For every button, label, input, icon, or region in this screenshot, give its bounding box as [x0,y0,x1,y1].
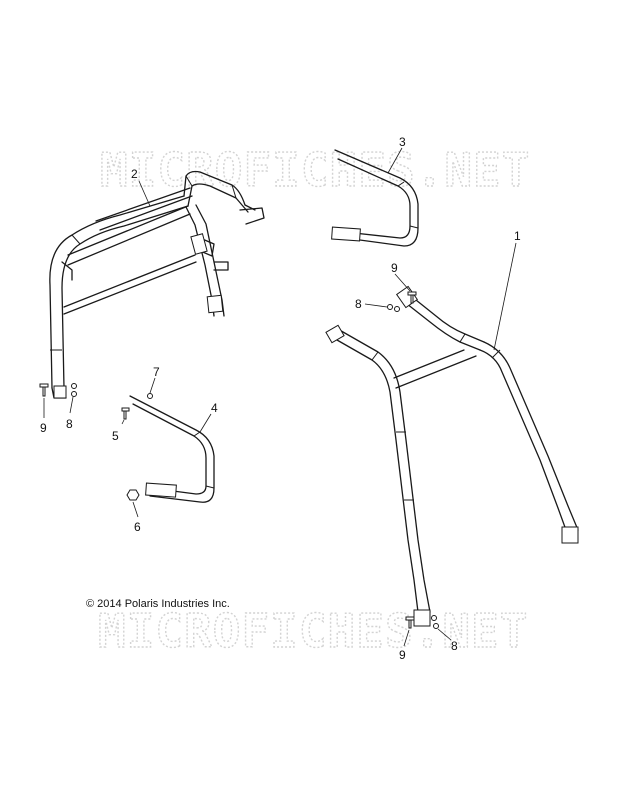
watermark-bottom: MICROFICHES.NET [98,604,528,658]
nut-part-6 [126,489,140,501]
callout-part-7: 7 [153,365,160,379]
part-2-rear-cage [49,170,265,399]
callout-part-8-bottom: 8 [451,639,458,653]
callout-part-4: 4 [211,401,218,415]
callout-part-8-top: 8 [355,297,362,311]
hardware-left-group [39,383,77,397]
watermark-top: MICROFICHES.NET [100,143,530,197]
callout-part-1: 1 [514,229,521,243]
cap-part-7 [147,393,153,399]
copyright-notice: © 2014 Polaris Industries Inc. [86,598,230,610]
callout-part-5: 5 [112,429,119,443]
part-4-side-brace [129,395,215,503]
part-3-side-brace [331,149,419,247]
hardware-top-group [387,291,417,312]
callout-part-8-left: 8 [66,417,73,431]
callout-part-9-top: 9 [391,261,398,275]
callout-part-6: 6 [134,520,141,534]
hardware-bottom-group [405,615,439,629]
part-1-front-cage [325,285,579,627]
callout-part-9-left: 9 [40,421,47,435]
leader-lines [43,147,517,647]
callout-part-9-bottom: 9 [399,648,406,662]
bolt-part-5 [121,407,130,420]
callout-part-3: 3 [399,135,406,149]
callout-part-2: 2 [131,167,138,181]
